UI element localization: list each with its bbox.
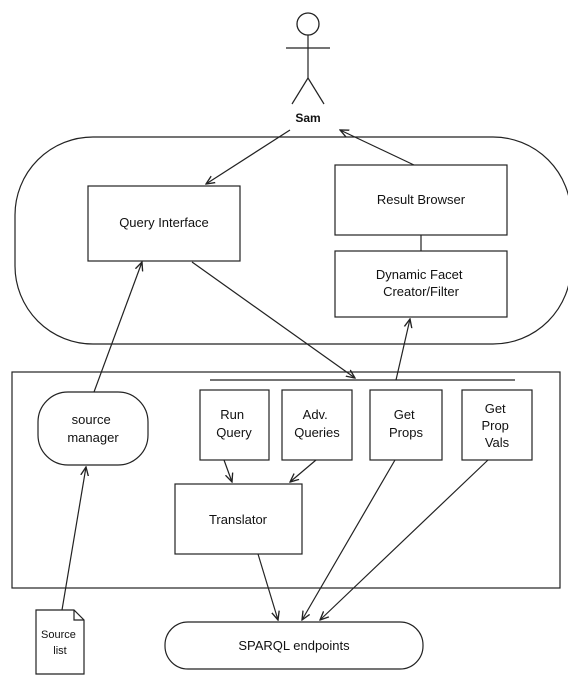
source-list-label: Source list xyxy=(41,629,79,657)
translator-label: Translator xyxy=(209,512,268,527)
sparql-endpoints-node: SPARQL endpoints xyxy=(164,621,424,670)
sparql-endpoints-label: SPARQL endpoints xyxy=(238,638,350,653)
actor-left-leg xyxy=(291,77,309,105)
dynamic-facet-node: Dynamic Facet Creator/Filter xyxy=(334,250,508,318)
edge-source-manager-to-query-interface xyxy=(93,262,142,393)
edge-sam-to-query-interface xyxy=(206,129,291,184)
get-prop-vals-node: Get Prop Vals xyxy=(461,389,533,461)
adv-queries-node: Adv. Queries xyxy=(281,389,353,461)
edge-get-prop-vals-to-sparql xyxy=(320,459,489,620)
dynamic-facet-box xyxy=(334,250,508,318)
source-list-node: Source list xyxy=(35,609,85,675)
edge-result-browser-to-sam xyxy=(340,130,415,166)
edge-query-interface-to-bus xyxy=(191,261,355,378)
edge-translator-to-sparql xyxy=(257,553,278,620)
result-browser-node: Result Browser xyxy=(334,164,508,236)
query-interface-box xyxy=(87,185,241,262)
run-query-label: Run Query xyxy=(216,407,252,440)
get-props-box xyxy=(369,389,443,461)
get-props-label: Get Props xyxy=(389,407,423,440)
translator-box xyxy=(174,483,303,555)
run-query-node: Run Query xyxy=(199,389,270,461)
source-list-document-icon xyxy=(35,609,85,675)
query-interface-node: Query Interface xyxy=(87,185,241,262)
source-manager-box xyxy=(37,391,149,466)
get-prop-vals-box xyxy=(461,389,533,461)
source-manager-node: source manager xyxy=(37,391,149,466)
actor-right-leg xyxy=(307,77,325,105)
source-manager-label: source manager xyxy=(67,412,119,445)
actor-label: Sam xyxy=(295,111,320,125)
adv-queries-label: Adv. Queries xyxy=(294,407,340,440)
get-props-node: Get Props xyxy=(369,389,443,461)
edge-adv-queries-to-translator xyxy=(290,459,317,482)
actor-head xyxy=(296,12,320,36)
get-prop-vals-label: Get Prop Vals xyxy=(481,401,512,450)
edge-get-props-to-dynamic-facet xyxy=(395,319,410,381)
edge-run-query-to-translator xyxy=(223,459,232,482)
query-interface-label: Query Interface xyxy=(119,215,209,230)
actor-sam: Sam xyxy=(286,12,330,125)
result-browser-box xyxy=(334,164,508,236)
dynamic-facet-label: Dynamic Facet Creator/Filter xyxy=(376,267,466,299)
edge-source-list-to-source-manager xyxy=(61,467,86,611)
adv-queries-box xyxy=(281,389,353,461)
result-browser-label: Result Browser xyxy=(377,192,466,207)
source-list-fold xyxy=(73,610,84,621)
sparql-endpoints-box xyxy=(164,621,424,670)
run-query-box xyxy=(199,389,270,461)
translator-node: Translator xyxy=(174,483,303,555)
edge-get-props-to-sparql xyxy=(302,459,396,620)
